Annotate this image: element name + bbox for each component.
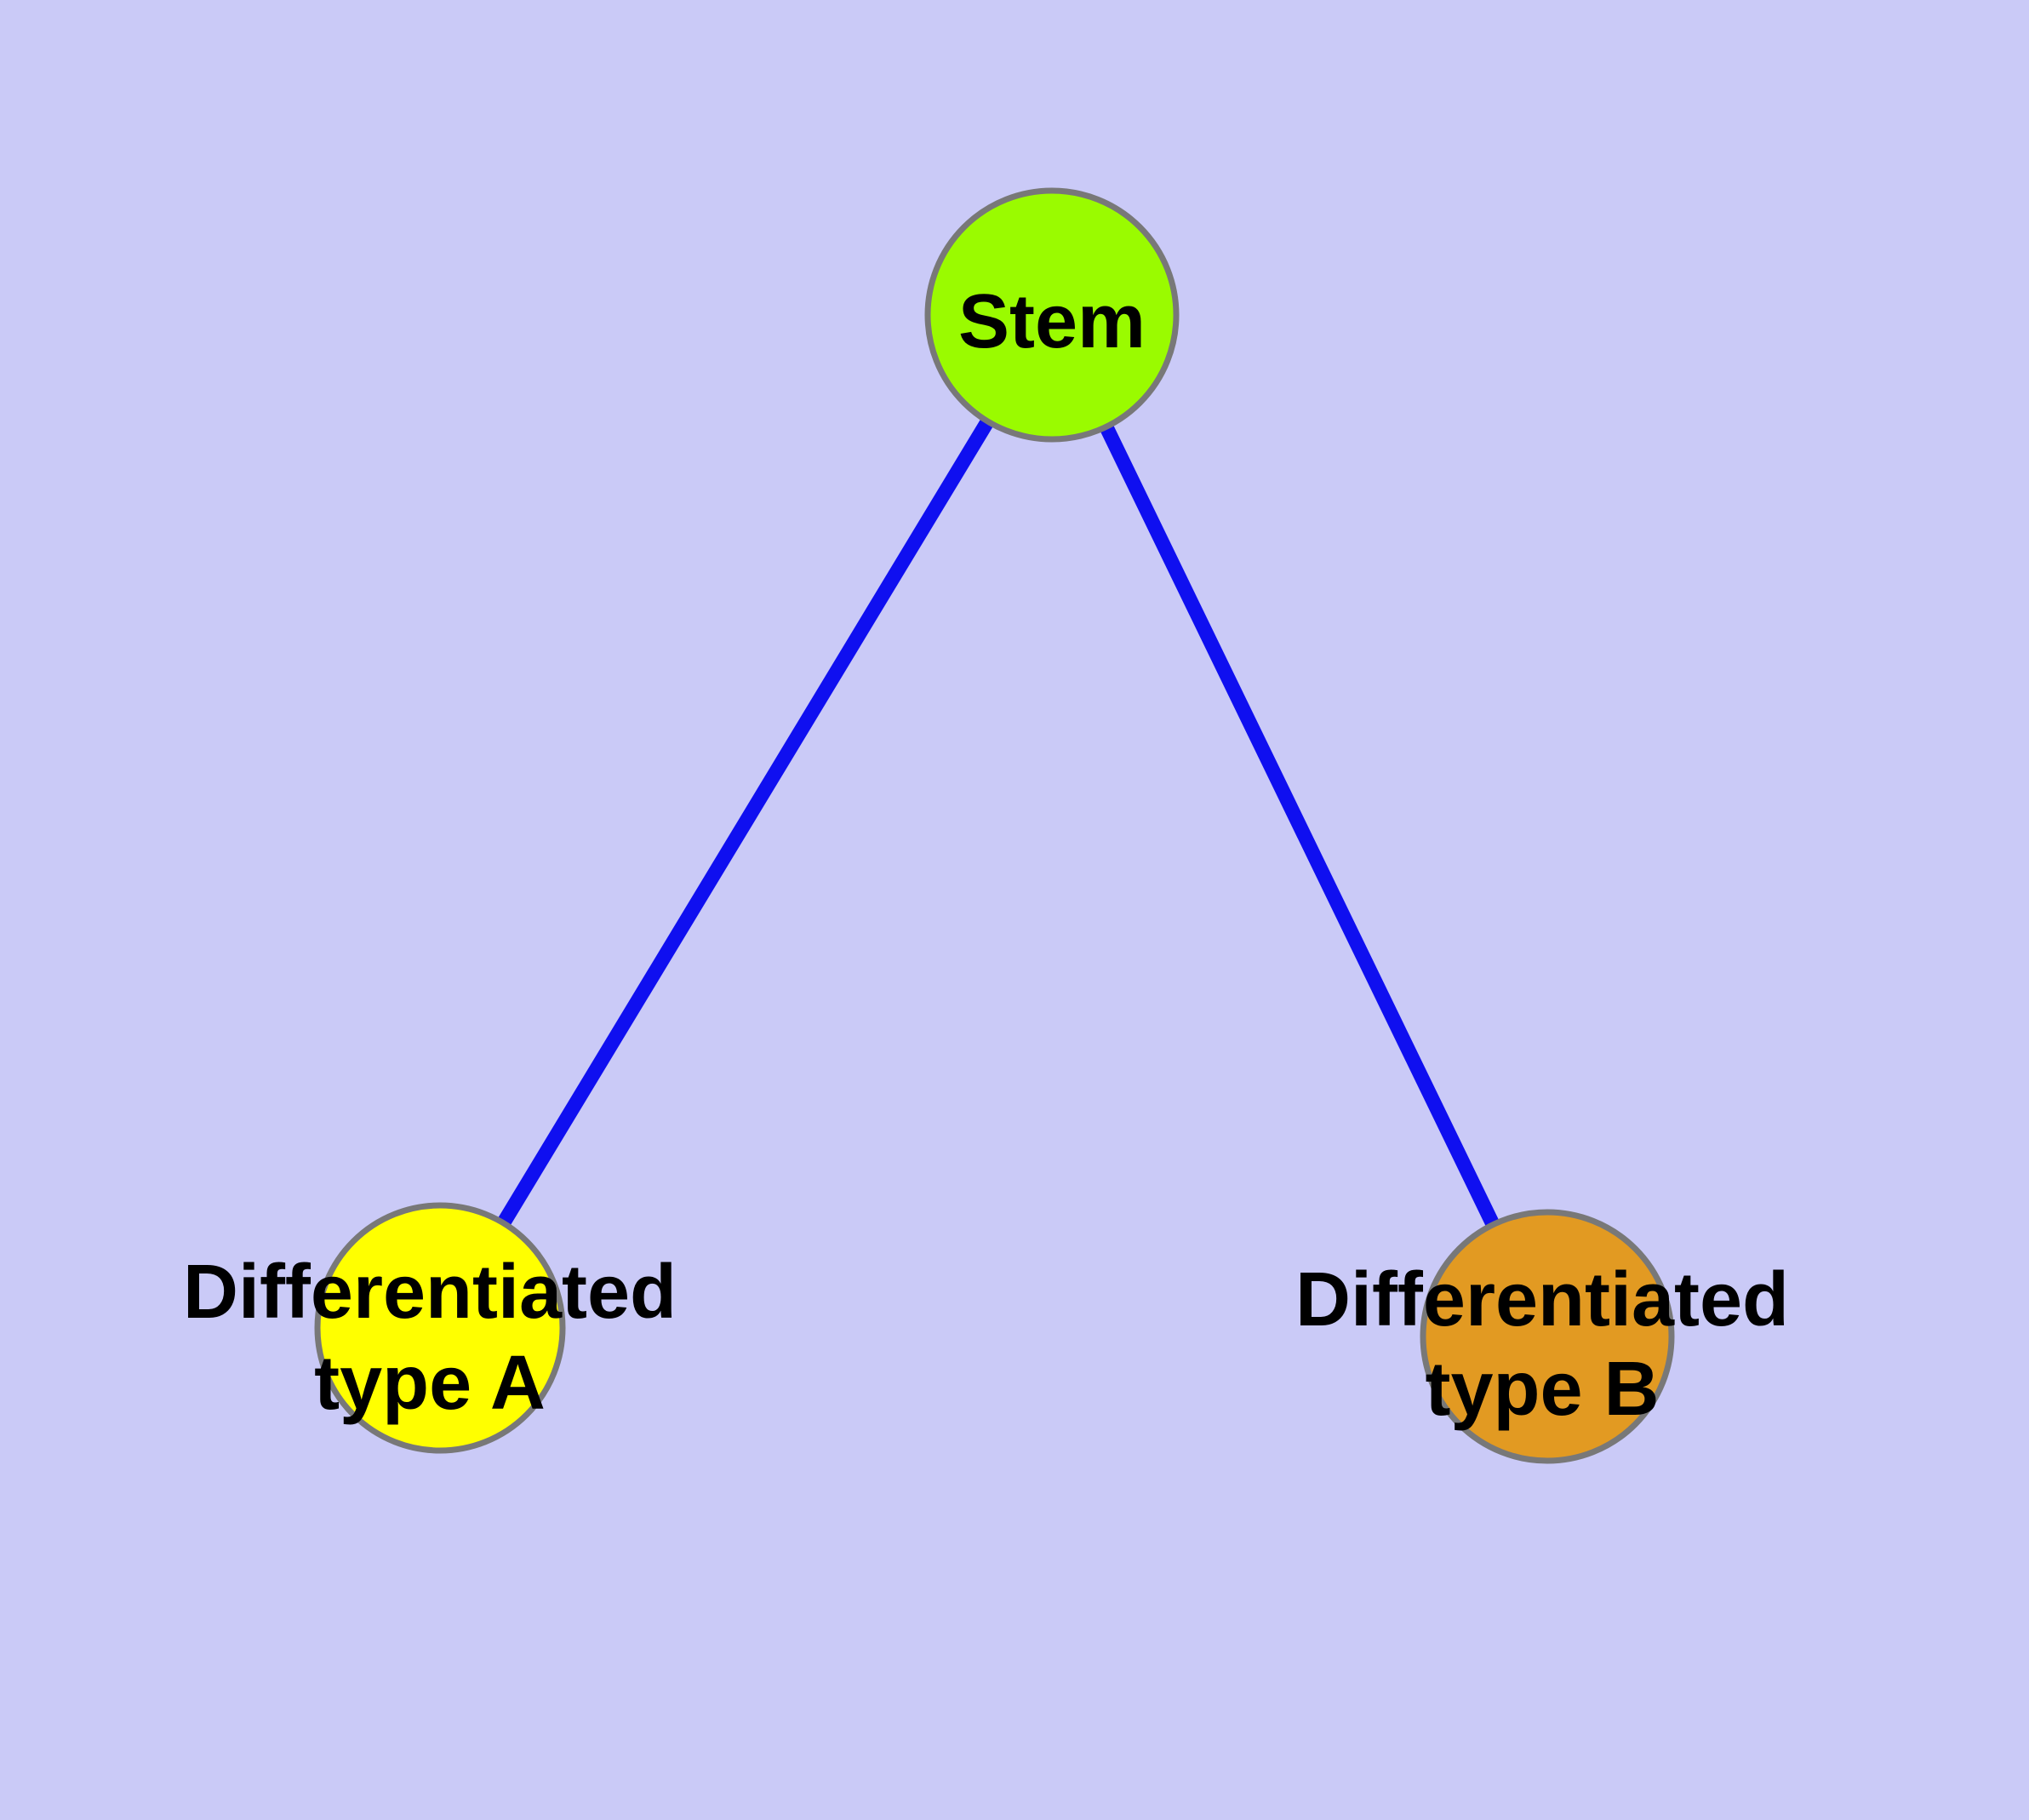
node-stem bbox=[924, 187, 1180, 443]
node-type-b-label-line1: Differentiated bbox=[1295, 1257, 1789, 1342]
node-differentiated-type-a bbox=[314, 1202, 566, 1454]
node-stem-label: Stem bbox=[958, 279, 1146, 364]
node-differentiated-type-b bbox=[1420, 1209, 1675, 1464]
edge-stem-to-type-b bbox=[1045, 312, 1554, 1340]
node-type-b-label-line2: type B bbox=[1425, 1347, 1659, 1432]
edge-stem-to-type-a bbox=[433, 311, 1059, 1332]
node-type-a-label-line2: type A bbox=[314, 1341, 546, 1426]
node-type-a-label-line1: Differentiated bbox=[183, 1250, 677, 1335]
